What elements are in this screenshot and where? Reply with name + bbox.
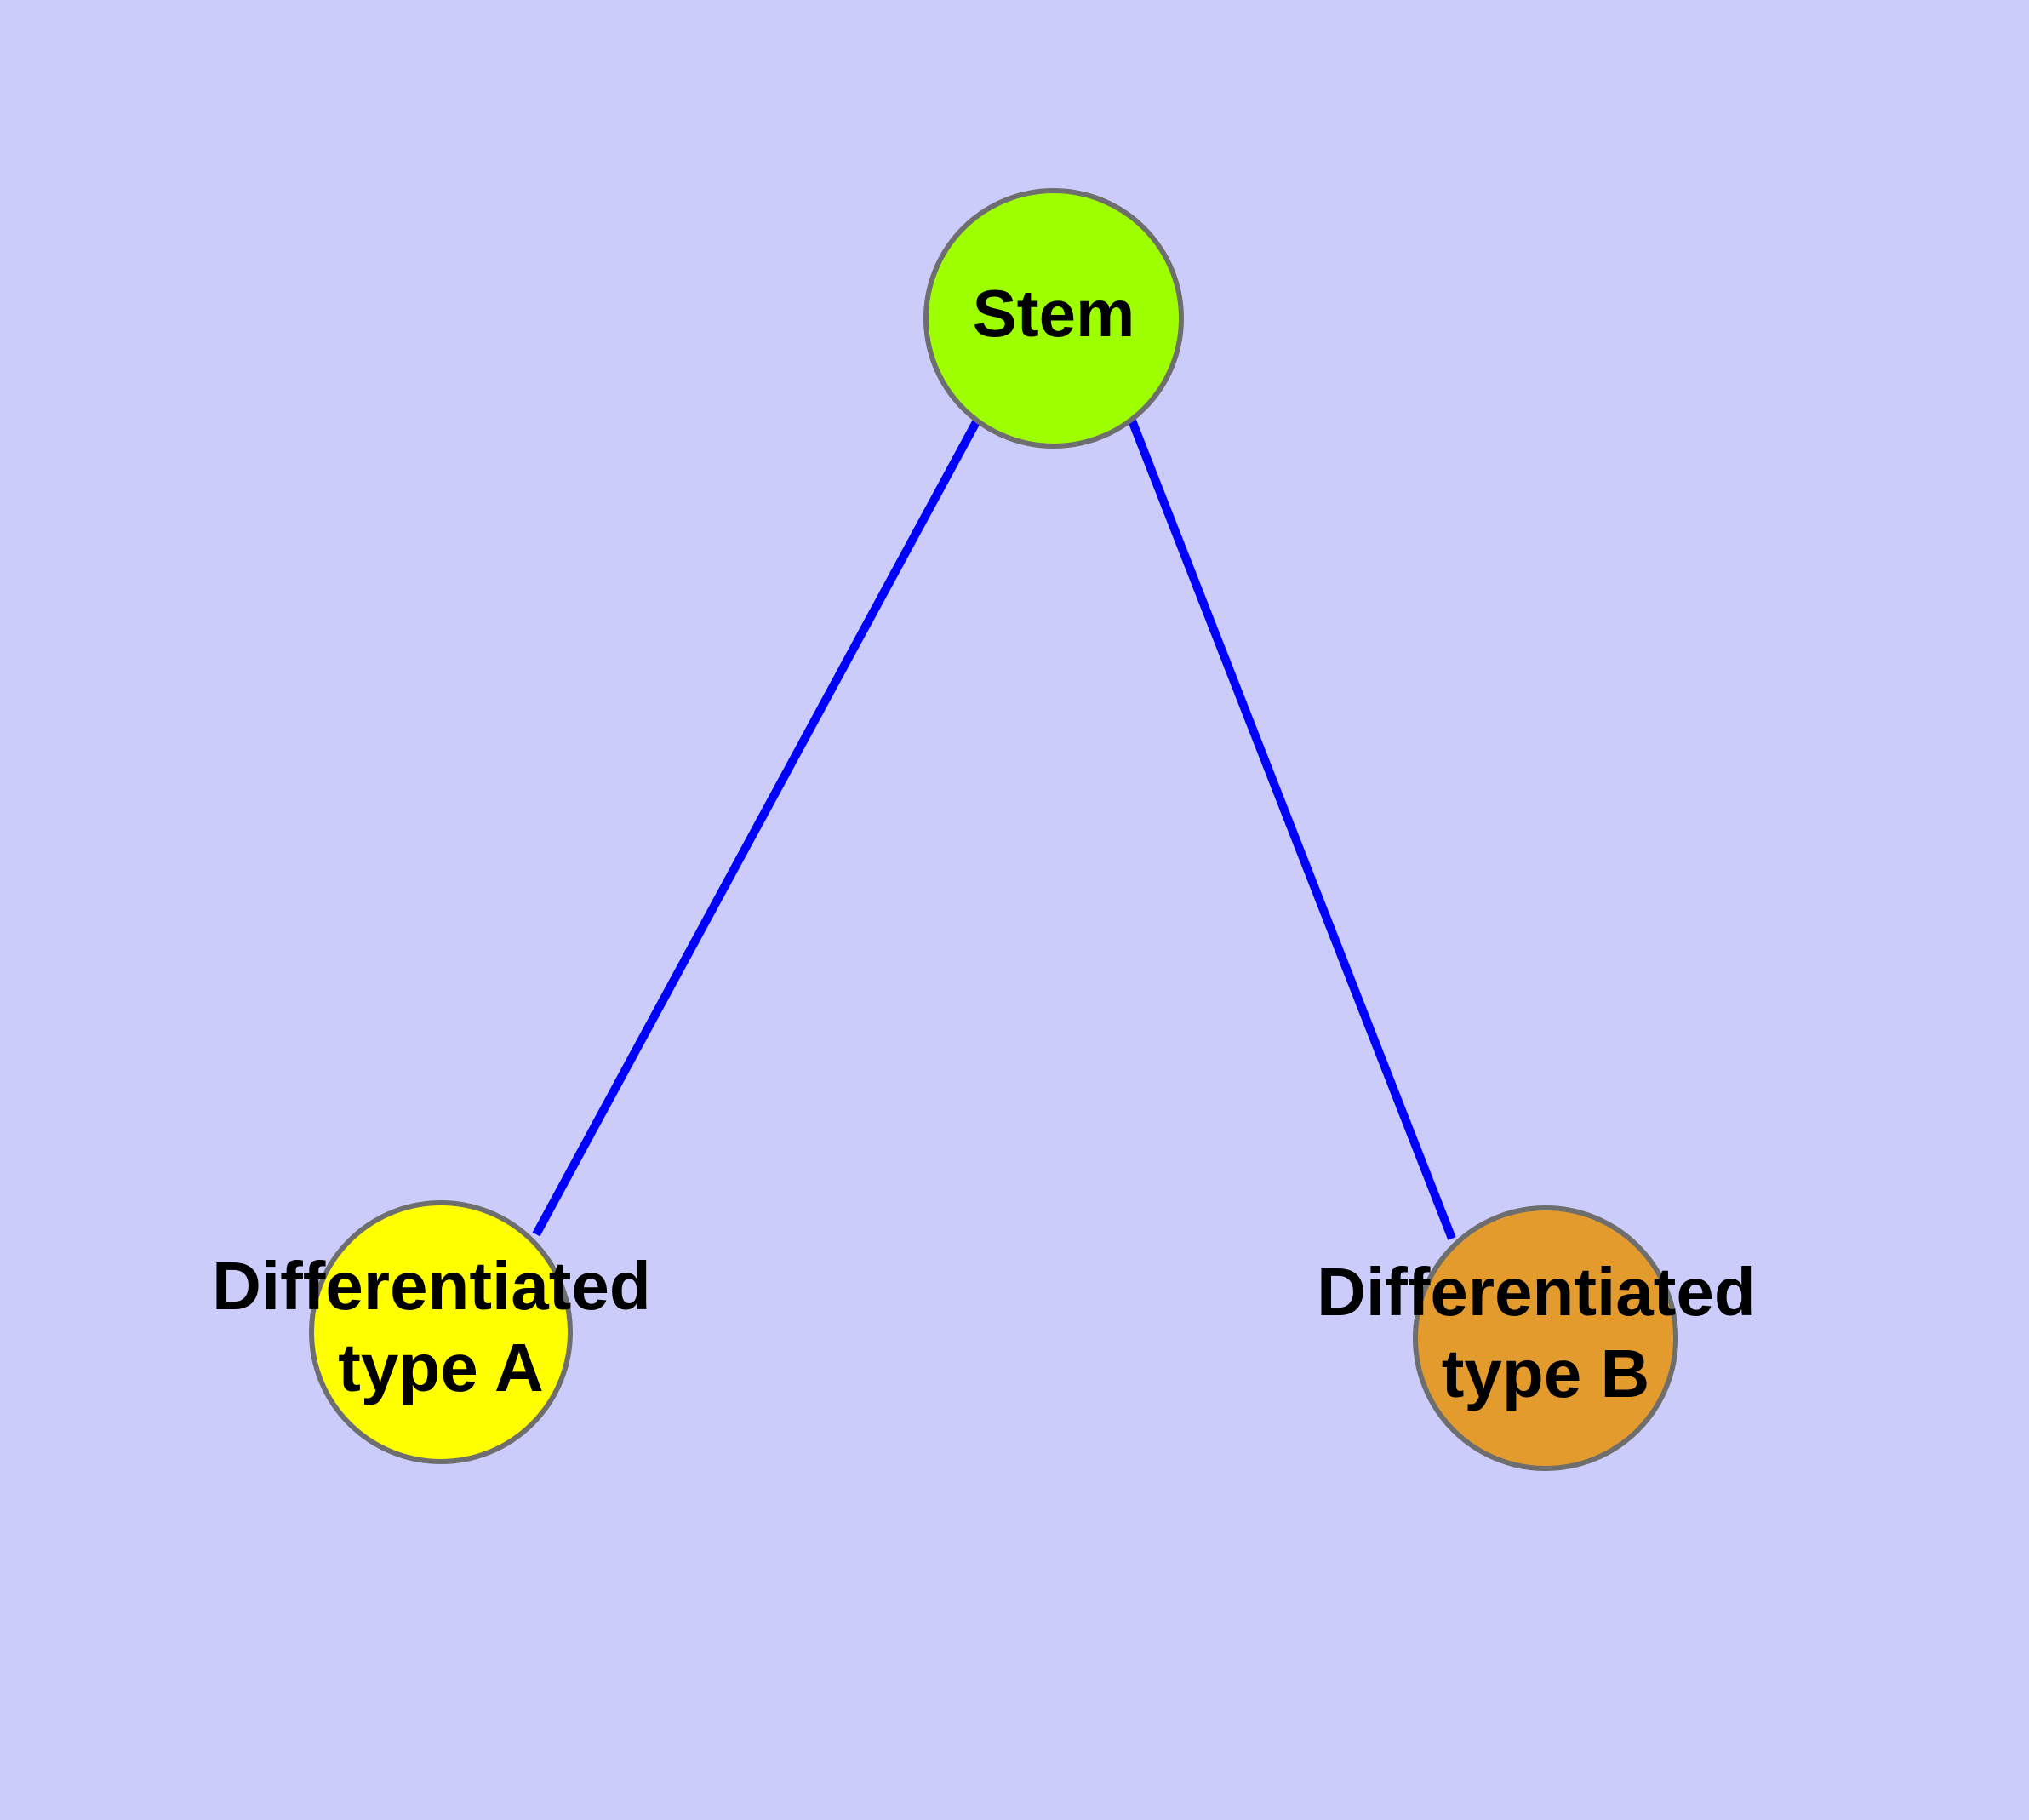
node-differentiated-type-b[interactable]: Differentiated type B (1317, 1205, 1775, 1471)
node-differentiated-type-a-circle[interactable] (309, 1200, 573, 1464)
node-differentiated-type-b-label: Differentiated type B (1317, 1254, 1775, 1411)
nodes-group: Stem Differentiated type A Differentiate… (212, 188, 1775, 1471)
node-differentiated-type-a-label-line-1: Differentiated (212, 1248, 651, 1324)
node-stem-circle[interactable] (923, 188, 1184, 449)
edge-stem-to-differentiated-type-b[interactable] (1128, 419, 1456, 1240)
edge-stem-to-differentiated-type-a[interactable] (532, 418, 981, 1237)
edges-group (532, 418, 1456, 1240)
node-stem-label: Stem (973, 276, 1135, 351)
node-stem[interactable]: Stem (923, 188, 1184, 449)
node-differentiated-type-a[interactable]: Differentiated type A (212, 1200, 670, 1464)
node-stem-label-line-1: Stem (973, 276, 1135, 351)
node-differentiated-type-b-label-line-1: Differentiated (1317, 1254, 1756, 1330)
node-differentiated-type-b-circle[interactable] (1413, 1205, 1678, 1471)
node-differentiated-type-a-label-line-2: type A (338, 1330, 544, 1405)
node-differentiated-type-b-label-line-2: type B (1442, 1336, 1650, 1411)
node-differentiated-type-a-label: Differentiated type A (212, 1248, 670, 1405)
